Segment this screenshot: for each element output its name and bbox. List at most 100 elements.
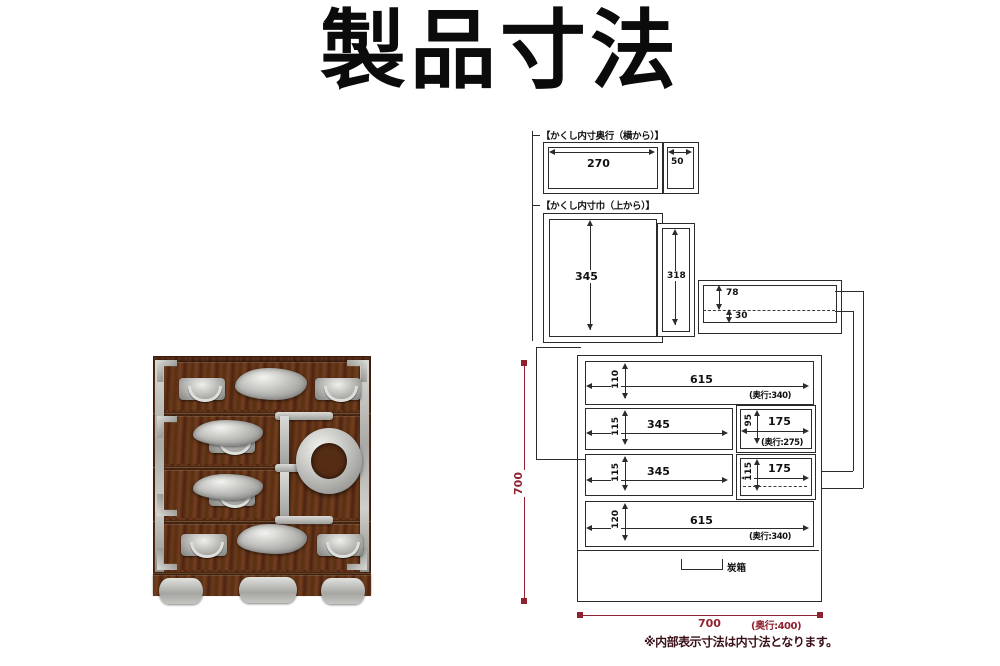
drawer-4-height-line — [625, 506, 626, 539]
hidden-depth-value: 270 — [585, 157, 612, 170]
detail-box-arrow-up-78 — [716, 285, 722, 291]
drawer-1-arrow-up — [622, 363, 628, 369]
charcoal-divider — [578, 550, 819, 551]
photo-lock-plate-5 — [275, 516, 333, 524]
overall-width-value: 700 — [696, 617, 723, 630]
drawer-2l-arrow-left — [586, 430, 592, 436]
drawer-4-arrow-left — [586, 525, 592, 531]
photo-handle-5 — [181, 534, 227, 558]
drawer-3r-dashed-line — [743, 486, 807, 487]
detail-box-inner — [703, 285, 837, 323]
drawer-4-width-line — [591, 528, 805, 529]
leader-line-hidden-vertical — [536, 347, 537, 459]
drawer-3l-height-line — [625, 459, 626, 489]
hidden-depth-label: 【かくし内寸奥行（横から）】 — [541, 131, 664, 142]
photo-lock-plate-4 — [280, 472, 289, 520]
drawer-2l-arrow-up — [622, 410, 628, 416]
drawer-2r-width-value: 175 — [766, 415, 793, 428]
overall-width-line — [583, 615, 820, 616]
drawer-3r-width-value: 175 — [766, 462, 793, 475]
drawer-3r-width-line — [745, 478, 805, 479]
photo-handle-1 — [179, 378, 225, 402]
hidden-width-side-value: 318 — [665, 271, 688, 281]
photo-seam-1 — [153, 412, 371, 415]
hidden-width-side-arrow-down — [672, 319, 678, 325]
overall-depth-value: (奥行:400) — [750, 617, 803, 632]
drawer-3l-arrow-right — [722, 477, 728, 483]
hidden-depth-side-arrow-left — [668, 149, 674, 155]
hidden-depth-side-value: 50 — [669, 157, 686, 167]
photo-dragon-ornament-2 — [193, 420, 263, 446]
drawer-2l-arrow-right — [722, 430, 728, 436]
drawer-3r-arrow-right — [803, 475, 809, 481]
detail-box-dim-line-78 — [719, 288, 720, 309]
drawer-1-height-value: 110 — [611, 368, 621, 391]
leader-line-detail-bottom — [810, 488, 863, 489]
drawer-4-width-value: 615 — [688, 514, 715, 527]
photo-lock-plate-1 — [275, 412, 333, 420]
overall-width-arrow-left — [577, 612, 583, 618]
bracket-tick-2 — [532, 205, 540, 206]
drawer-2r-arrow-right — [803, 428, 809, 434]
page-title: 製品寸法 — [320, 0, 680, 101]
drawer-1-arrow-right — [803, 383, 809, 389]
drawer-3r-arrow-up — [754, 459, 760, 465]
photo-metal-strip-right — [360, 360, 369, 572]
overall-height-arrow-down — [521, 598, 527, 604]
photo-base-ornament-right — [321, 578, 365, 604]
hidden-depth-side-dim-line — [671, 152, 688, 153]
drawer-1-depth-value: (奥行:340) — [748, 389, 792, 401]
hidden-depth-dim-line — [553, 152, 651, 153]
photo-base-ornament-center — [239, 577, 297, 603]
photo-metal-strip-left — [155, 360, 164, 572]
drawer-2r-height-value: 95 — [744, 412, 754, 429]
drawer-4-arrow-up — [622, 503, 628, 509]
hidden-width-label: 【かくし内寸巾（上から）】 — [541, 201, 655, 212]
overall-height-value: 700 — [512, 470, 525, 497]
hidden-width-arrow-down — [587, 324, 593, 330]
drawer-2r-depth-value: (奥行:275) — [760, 436, 804, 448]
hidden-width-inner-box — [549, 219, 657, 337]
hidden-section-bracket — [532, 131, 533, 341]
detail-box-arrow-down-78 — [716, 304, 722, 310]
drawer-3r-arrow-down — [754, 485, 760, 491]
detail-box-value-30: 30 — [733, 311, 750, 321]
product-photo — [153, 356, 371, 604]
drawer-3l-width-value: 345 — [645, 465, 672, 478]
leader-line-detail-mid-bottom — [801, 471, 853, 472]
drawer-2l-height-value: 115 — [611, 415, 621, 438]
drawer-2r-arrow-left — [741, 428, 747, 434]
drawer-1-arrow-down — [622, 393, 628, 399]
photo-handle-2 — [315, 378, 361, 402]
drawer-2r-arrow-up — [754, 410, 760, 416]
hidden-width-value: 345 — [573, 270, 600, 283]
photo-handle-6 — [317, 534, 363, 558]
photo-lock-plate-2 — [280, 416, 289, 468]
photo-dragon-roundel — [296, 428, 362, 494]
photo-seam-4 — [153, 572, 371, 575]
leader-line-detail-vertical2 — [853, 311, 854, 471]
dimension-diagram: 【かくし内寸奥行（横から）】 270 50 【かくし内寸巾（上から）】 345 … — [505, 125, 870, 655]
drawer-3l-arrow-left — [586, 477, 592, 483]
drawer-2l-height-line — [625, 413, 626, 443]
charcoal-box-label: 炭箱 — [727, 563, 747, 574]
drawer-1-arrow-left — [586, 383, 592, 389]
leader-line-hidden-top — [536, 347, 581, 348]
detail-box-arrow-down-30 — [726, 317, 732, 323]
footnote: ※内部表示寸法は内寸法となります。 — [644, 635, 838, 649]
detail-box-arrow-up-30 — [726, 309, 732, 315]
leader-line-detail-top — [835, 291, 863, 292]
detail-box-value-78: 78 — [724, 288, 741, 298]
leader-line-detail-vertical — [863, 291, 864, 488]
drawer-3l-height-value: 115 — [611, 461, 621, 484]
photo-seam-2 — [153, 466, 285, 469]
drawer-2r-width-line — [745, 431, 805, 432]
overall-width-arrow-right — [817, 612, 823, 618]
photo-base-ornament-left — [159, 578, 203, 604]
drawer-1-width-line — [591, 386, 805, 387]
drawer-2r-arrow-down — [754, 438, 760, 444]
leader-line-hidden-bottom — [536, 459, 614, 460]
drawer-2r-height-line — [757, 413, 758, 442]
charcoal-box-shape — [681, 559, 723, 570]
hidden-width-side-arrow-up — [672, 229, 678, 235]
